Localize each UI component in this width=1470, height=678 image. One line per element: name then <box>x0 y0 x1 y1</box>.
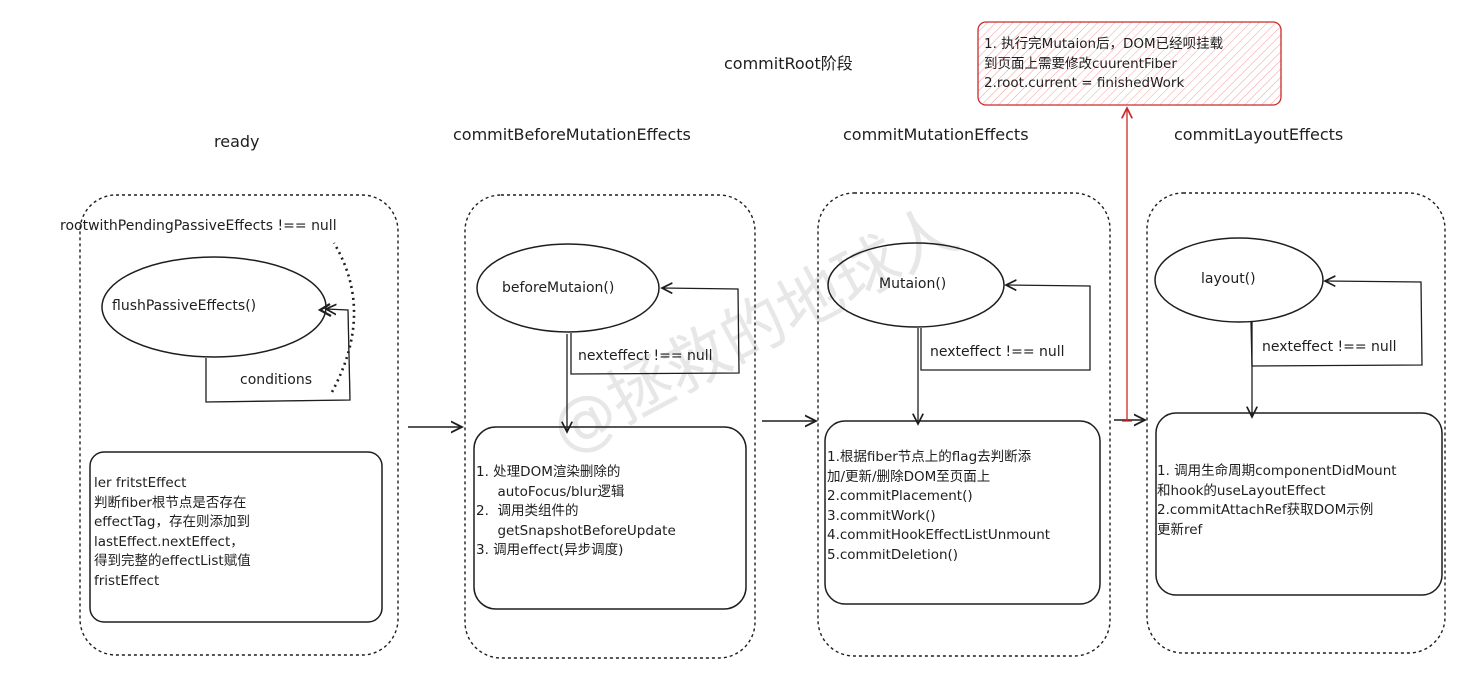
before-mutation-label: beforeMutaion() <box>502 280 615 296</box>
stage-before-mutation-container <box>464 194 756 659</box>
stage-layout-header: commitLayoutEffects <box>1174 125 1344 144</box>
layout-ellipse <box>1154 237 1324 323</box>
ready-loop-label: conditions <box>240 372 313 388</box>
ready-condition-label: rootwithPendingPassiveEffects !== null <box>60 218 337 234</box>
ready-dotted-arrow <box>330 242 356 393</box>
stage-ready-container <box>79 194 399 656</box>
before-mutation-loop-label: nexteffect !== null <box>578 348 713 364</box>
mutation-loop-line <box>920 285 1091 371</box>
mutation-content-box <box>824 420 1101 605</box>
stage-ready-header: ready <box>214 132 260 151</box>
layout-content-box <box>1155 412 1443 596</box>
layout-loop-label: nexteffect !== null <box>1262 339 1397 355</box>
stage-mutation-header: commitMutationEffects <box>843 125 1029 144</box>
mutation-box-text: 1.根据fiber节点上的flag去判断添 加/更新/删除DOM至页面上 2.c… <box>827 449 1051 563</box>
before-mutation-content-box <box>473 426 747 610</box>
mutation-label: Mutaion() <box>879 276 947 292</box>
diagram-title: commitRoot阶段 <box>724 54 853 73</box>
ready-box-text: ler fritstEffect 判断fiber根节点是否存在 effectTa… <box>94 475 251 589</box>
stage-mutation-container <box>817 192 1111 657</box>
layout-label: layout() <box>1201 271 1256 287</box>
mutation-loop-label: nexteffect !== null <box>930 344 1065 360</box>
stage-layout-container <box>1146 192 1446 654</box>
note-text: 1. 执行完Mutaion后，DOM已经呗挂载 到页面上需要修改cuurentF… <box>984 36 1224 92</box>
mutation-ellipse <box>827 242 1005 328</box>
note-box <box>977 21 1282 106</box>
stage-before-mutation-header: commitBeforeMutationEffects <box>453 125 691 144</box>
flush-passive-effects-label: flushPassiveEffects() <box>112 298 257 314</box>
ready-content-box <box>89 451 383 623</box>
before-mutation-box-text: 1. 处理DOM渲染删除的 autoFocus/blur逻辑 2. 调用类组件的… <box>476 464 676 559</box>
before-mutation-ellipse <box>476 243 660 333</box>
ready-loop-line <box>205 309 351 403</box>
before-mutation-loop-line <box>570 288 740 375</box>
layout-box-text: 1. 调用生命周期componentDidMount 和hook的useLayo… <box>1157 463 1397 538</box>
